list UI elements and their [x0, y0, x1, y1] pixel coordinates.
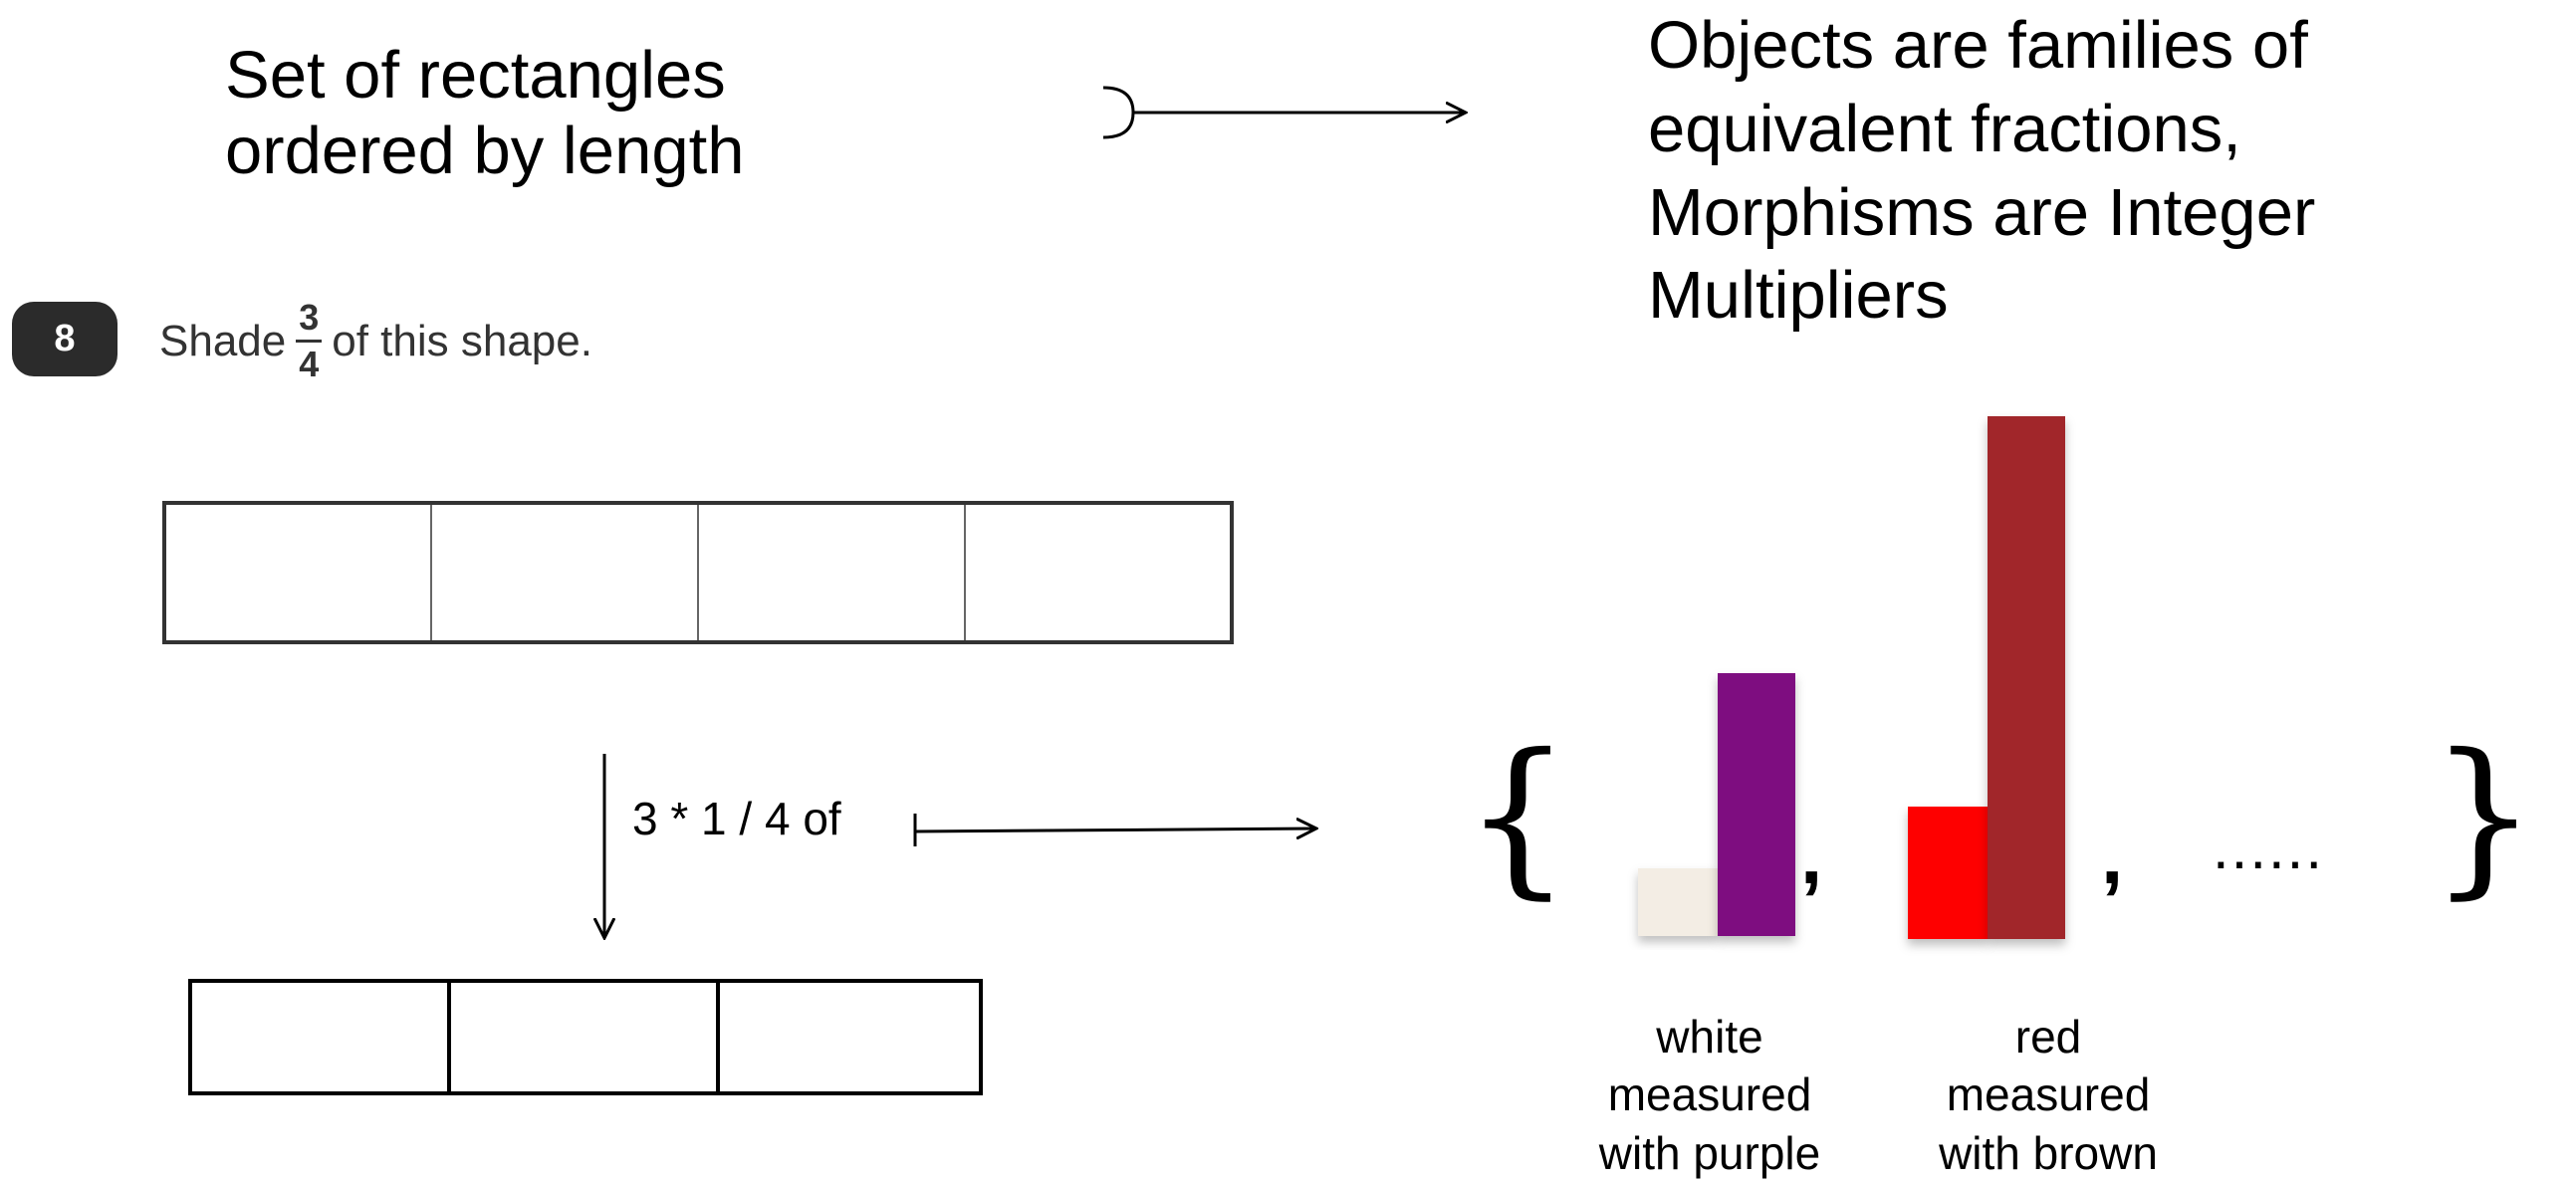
fraction-denominator: 4 — [299, 344, 320, 384]
rod-pair-caption: red measured with brown — [1899, 1008, 2198, 1182]
fraction: 3 4 — [296, 297, 323, 384]
left-title: Set of rectangles ordered by length — [225, 38, 1071, 188]
question-text-after: of this shape. — [332, 316, 592, 365]
rod-pair-caption: white measured with purple — [1560, 1008, 1859, 1182]
right-title-line: equivalent fractions, — [1648, 91, 2241, 166]
red-rod — [1908, 807, 1988, 939]
fraction-numerator: 3 — [299, 297, 320, 338]
caption-line: measured — [1607, 1068, 1812, 1121]
question-prompt: Shade 3 4 of this shape. — [159, 294, 592, 388]
set-ellipsis: ...... — [2213, 815, 2325, 881]
three-part-rectangle — [188, 979, 983, 1095]
set-separator: , — [1800, 812, 1823, 900]
rectangle-outline — [188, 979, 983, 1095]
brown-rod — [1988, 416, 2065, 939]
maps-to-arrow — [913, 814, 1316, 846]
right-title-line: Multipliers — [1648, 258, 1949, 334]
arrow-hook — [1102, 86, 1135, 139]
operation-label: 3 * 1 / 4 of — [632, 793, 841, 844]
rod-pair-white-purple — [1638, 673, 1795, 936]
open-brace: { — [1464, 718, 1572, 915]
four-part-rectangle — [162, 501, 1234, 644]
fraction-bar — [296, 340, 323, 343]
right-title: Objects are families of equivalent fract… — [1648, 4, 2564, 338]
rod-pair-red-brown — [1908, 416, 2065, 939]
caption-line: measured — [1946, 1068, 2151, 1121]
caption-line: with brown — [1939, 1126, 2158, 1179]
left-title-line: ordered by length — [225, 113, 745, 188]
caption-line: white — [1656, 1011, 1763, 1063]
caption-line: with purple — [1598, 1126, 1821, 1179]
right-title-line: Objects are families of — [1648, 8, 2308, 83]
left-title-line: Set of rectangles — [225, 38, 726, 113]
question-text-before: Shade — [159, 316, 287, 365]
purple-rod — [1718, 673, 1795, 936]
maps-to-line — [914, 828, 1316, 831]
caption-line: red — [2014, 1011, 2082, 1063]
question-number-badge: 8 — [12, 302, 117, 376]
right-title-line: Morphisms are Integer — [1648, 174, 2316, 250]
set-separator: , — [2101, 812, 2124, 900]
white-rod — [1638, 868, 1718, 936]
functor-arrow — [1102, 86, 1466, 139]
close-brace: } — [2430, 718, 2538, 915]
